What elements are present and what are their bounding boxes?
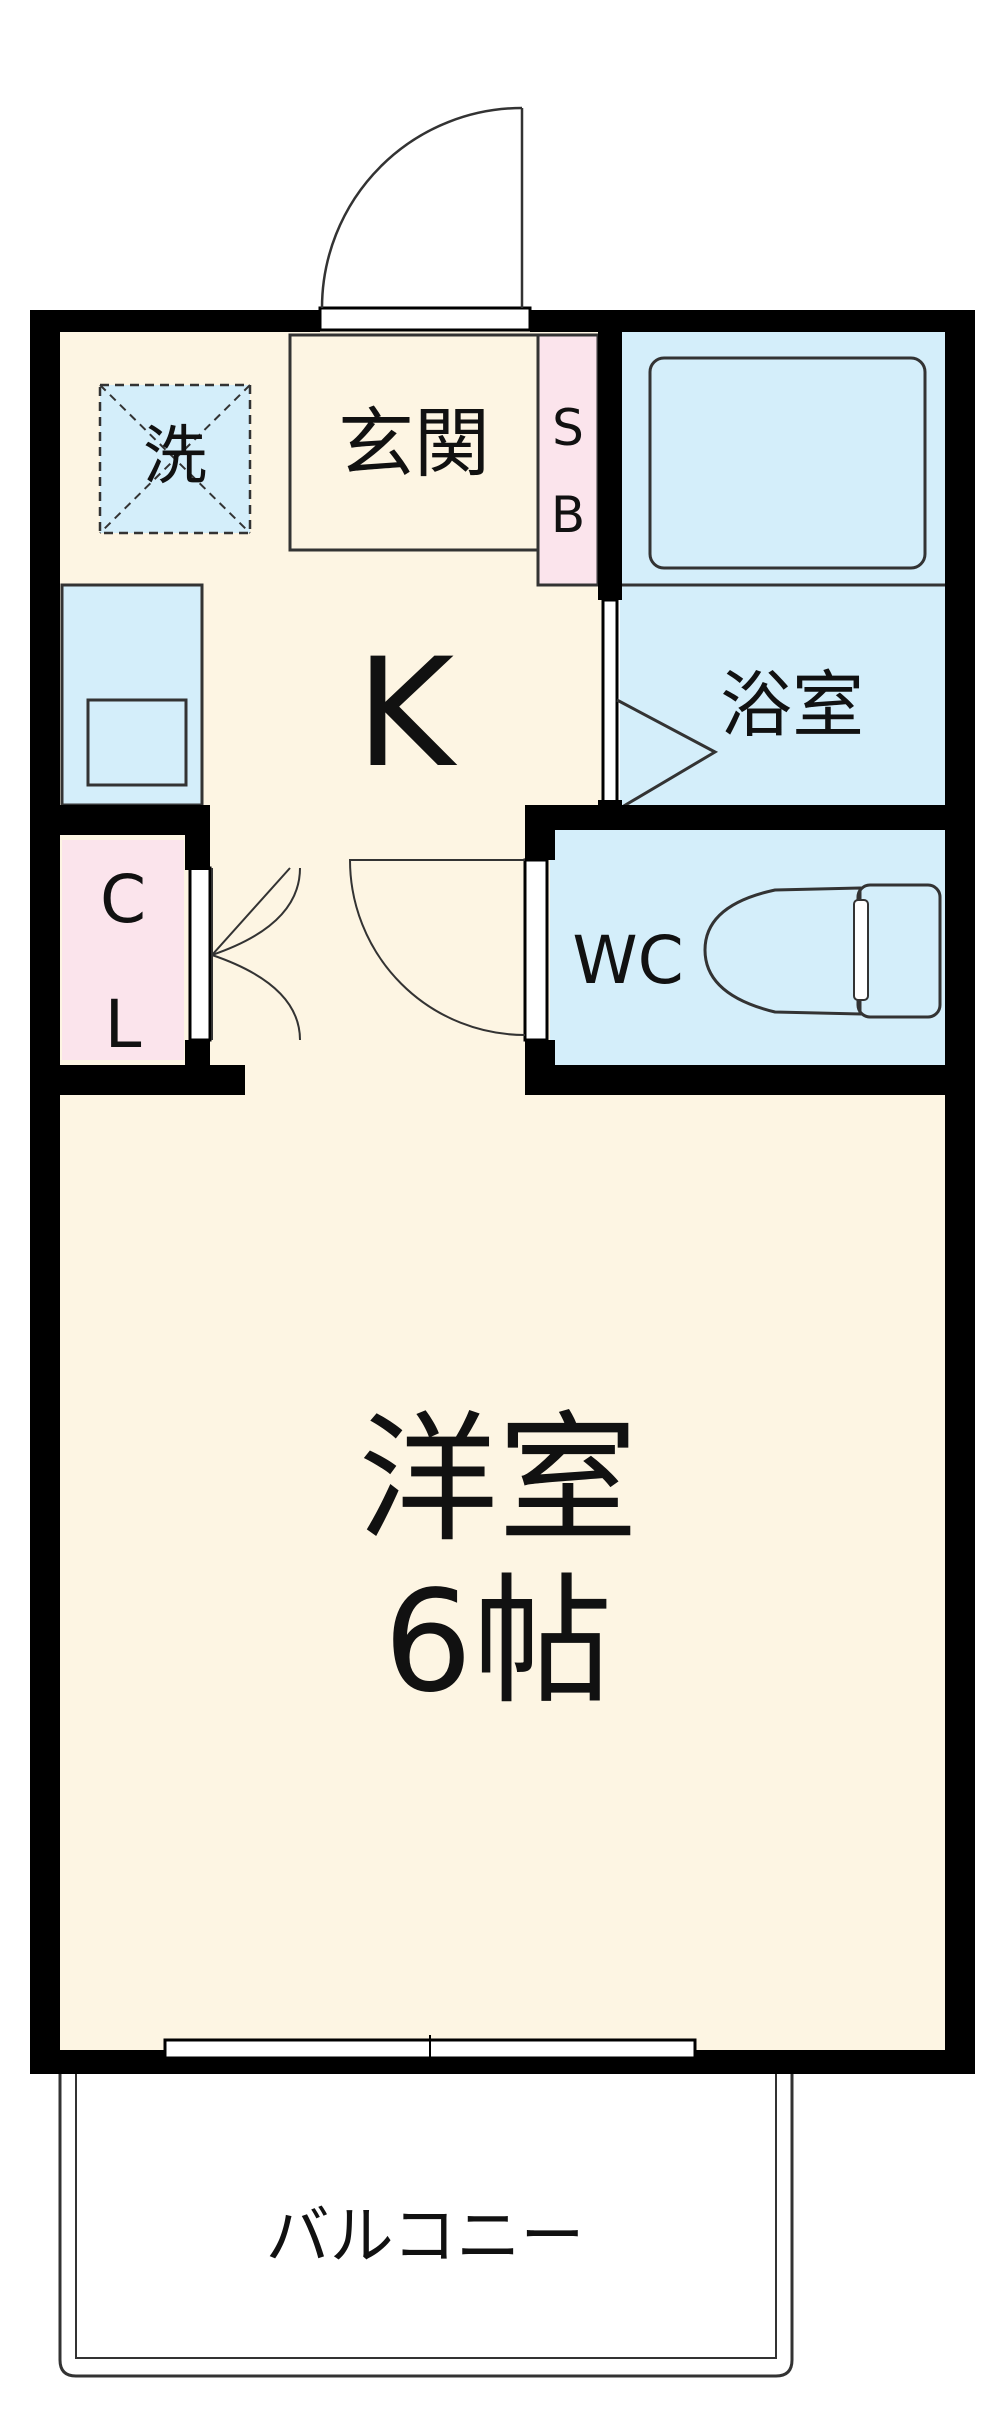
closet-area	[62, 840, 184, 1060]
entrance-area	[288, 333, 540, 552]
entry-door	[318, 306, 532, 332]
closet-door-swing-top-arc	[211, 867, 301, 956]
western-room-label: 洋室	[358, 1399, 638, 1562]
entrance-label: 玄関	[338, 399, 490, 488]
bathroom-door	[601, 598, 619, 812]
toilet-door	[523, 858, 549, 1042]
washer-cross-b	[99, 384, 251, 534]
toilet-label: WC	[572, 922, 683, 999]
shoe-box-label-b: B	[551, 486, 585, 544]
toilet-area	[550, 830, 945, 1070]
toilet-tank-handle	[853, 899, 869, 1001]
entry-door-swing	[320, 106, 523, 309]
closet-label-c: C	[100, 861, 146, 938]
western-room-size: 6帖	[383, 1561, 612, 1724]
kitchen-label: K	[356, 627, 458, 801]
kitchen-sink	[86, 698, 188, 787]
bathroom-door-swing	[616, 698, 719, 812]
shoe-box-label-s: S	[552, 399, 584, 457]
balcony-label: バルコニー	[266, 2200, 585, 2274]
balcony-inner-outline	[75, 2074, 777, 2359]
closet-door-swing-bottom-arc	[211, 954, 301, 1041]
bathtub	[648, 356, 927, 570]
washer-label: 洗	[143, 420, 207, 494]
balcony-outline	[58, 2074, 794, 2378]
toilet-bowl-icon	[703, 886, 862, 1016]
shoe-box-area	[536, 333, 600, 587]
bathroom-label: 浴室	[720, 663, 864, 747]
floor-western-room	[60, 1090, 945, 2050]
closet-label-l: L	[105, 986, 142, 1063]
toilet-door-swing	[348, 859, 526, 1036]
kitchen-counter	[60, 583, 204, 807]
closet-door	[188, 866, 212, 1042]
